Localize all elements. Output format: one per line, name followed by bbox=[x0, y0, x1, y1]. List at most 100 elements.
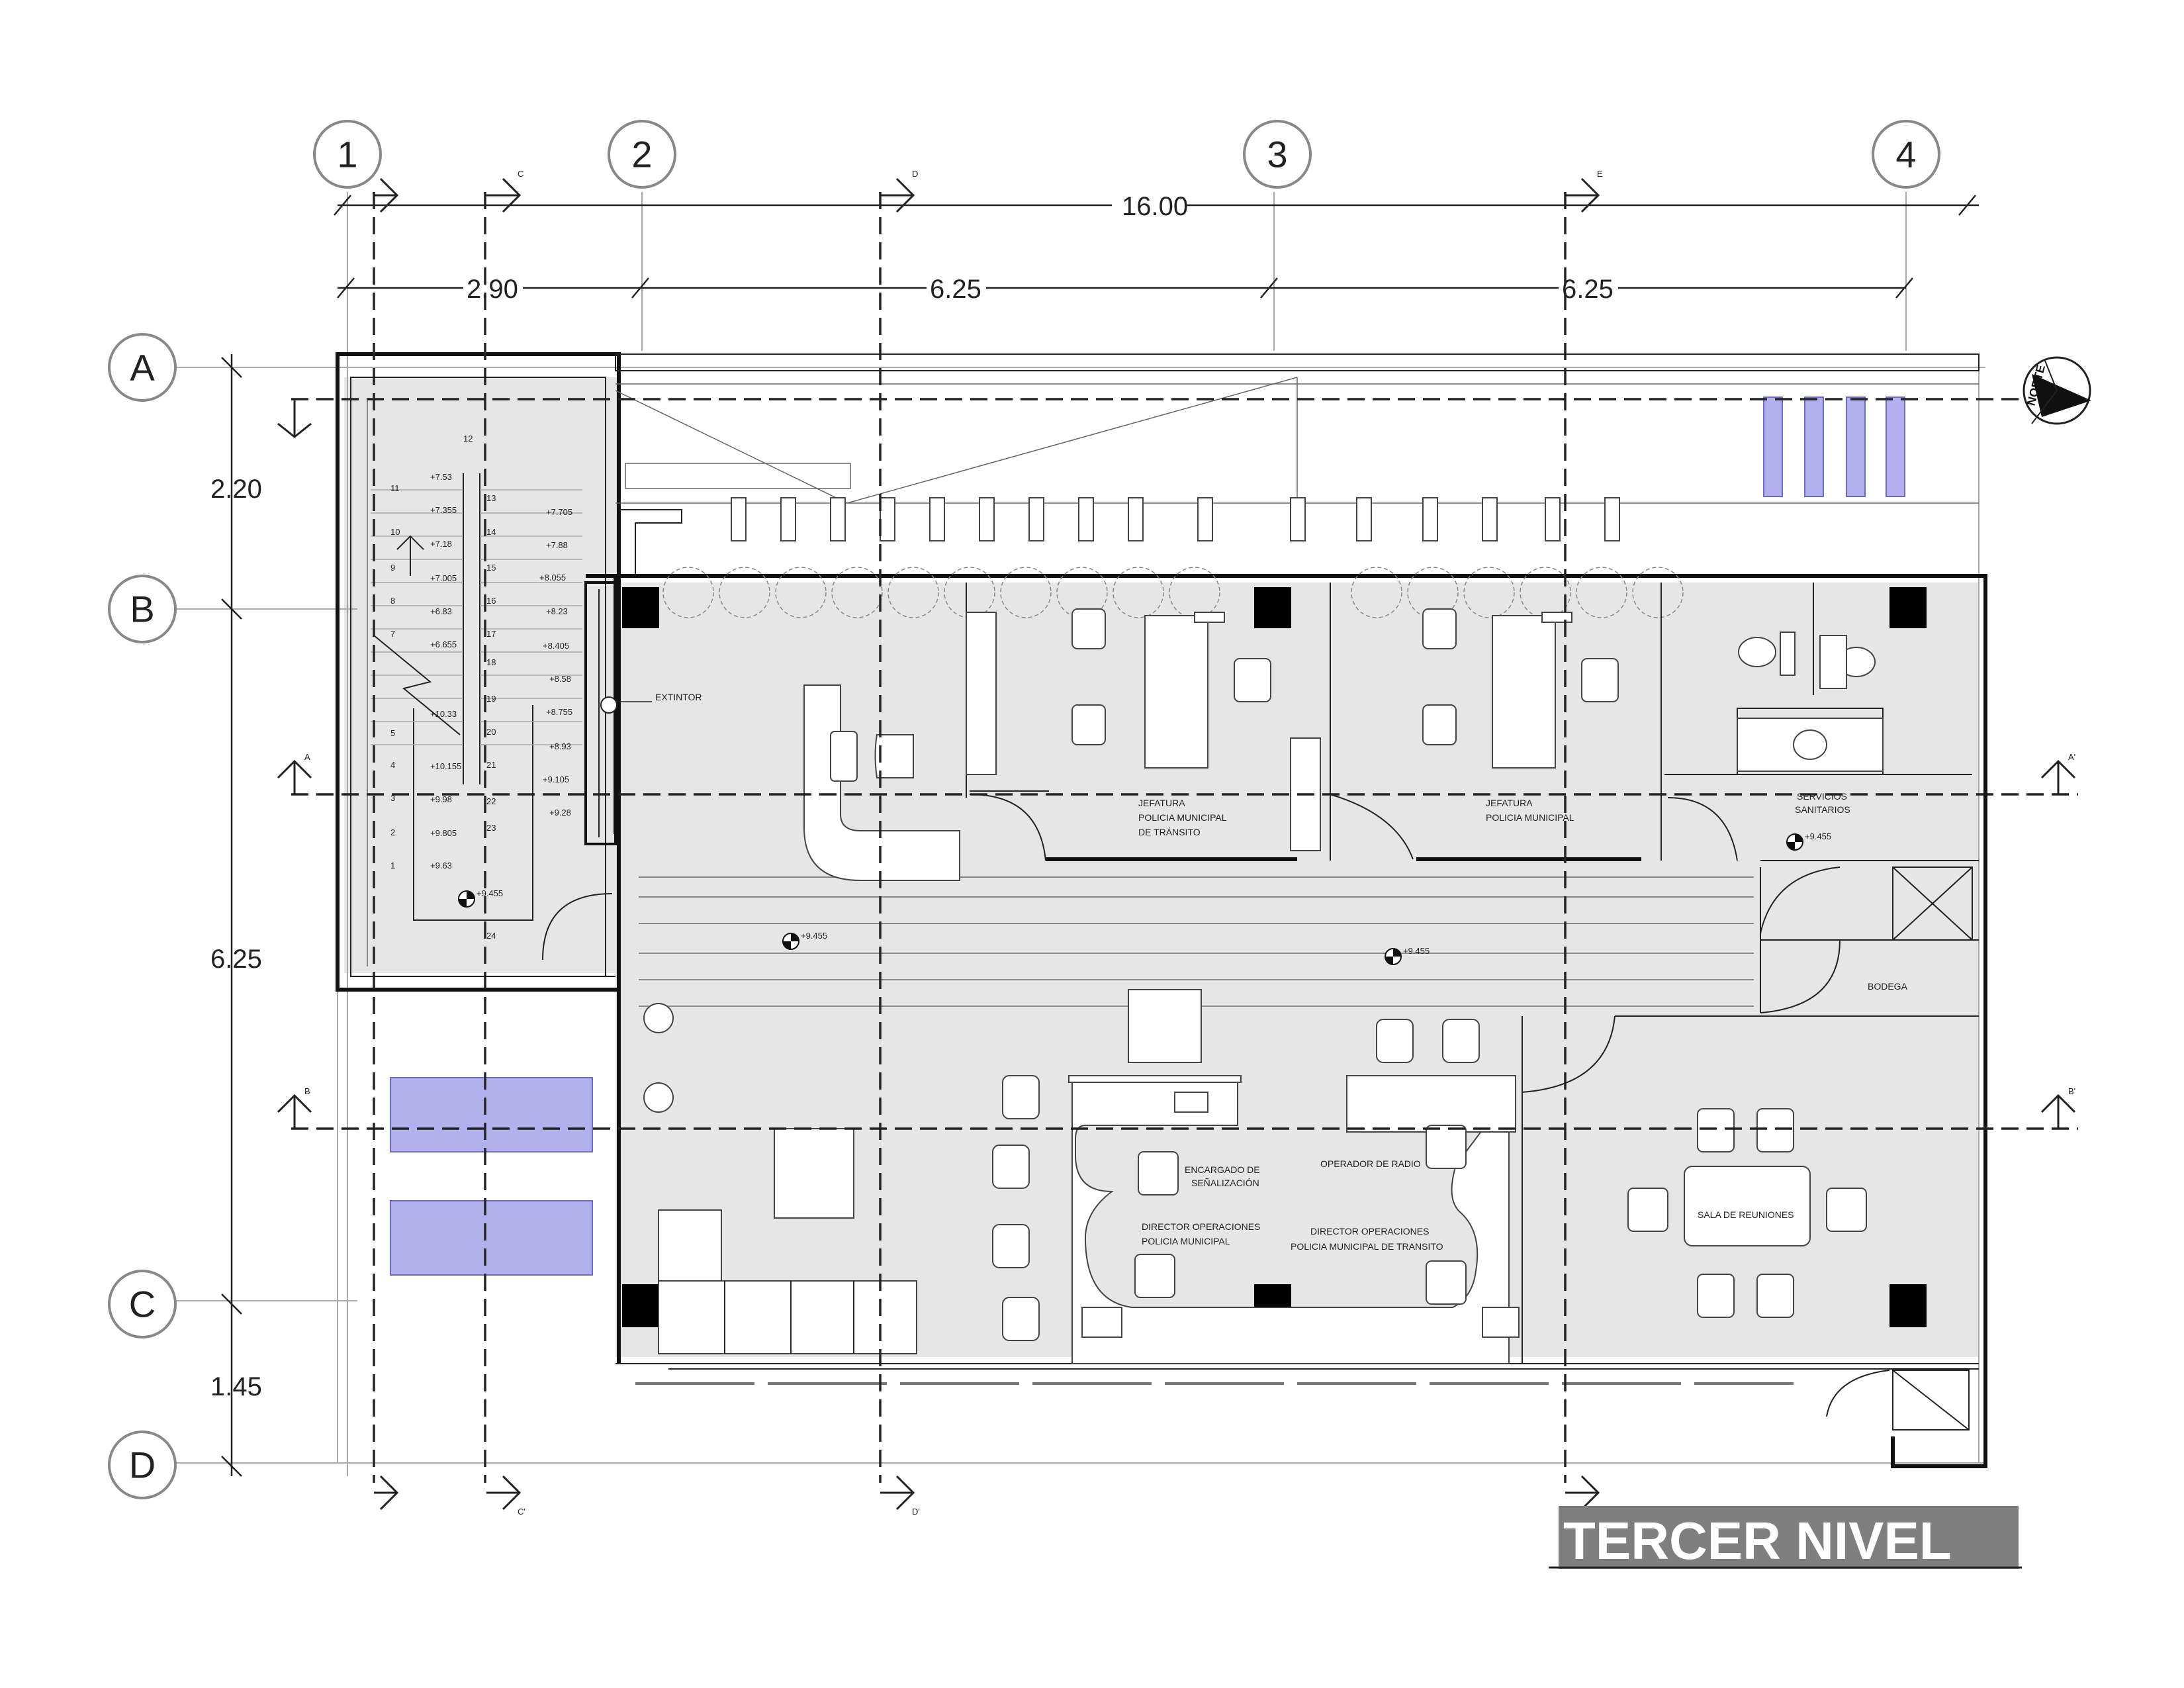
svg-text:A: A bbox=[130, 347, 155, 389]
grid-bubble-d: D bbox=[108, 1430, 177, 1499]
svg-text:A: A bbox=[304, 752, 310, 762]
svg-text:TERCER NIVEL: TERCER NIVEL bbox=[1563, 1511, 1952, 1570]
svg-text:JEFATURA: JEFATURA bbox=[1486, 798, 1533, 808]
svg-text:+9.455: +9.455 bbox=[801, 931, 827, 941]
svg-text:DE TRÁNSITO: DE TRÁNSITO bbox=[1138, 827, 1201, 837]
stair bbox=[367, 400, 617, 966]
svg-text:3: 3 bbox=[390, 793, 395, 803]
svg-text:+10.33: +10.33 bbox=[430, 709, 457, 719]
dim-row-c-d: 1.45 bbox=[210, 1372, 262, 1401]
room-label-director-policia: DIRECTOR OPERACIONES POLICIA MUNICIPAL bbox=[1142, 1221, 1260, 1246]
svg-text:+6.83: +6.83 bbox=[430, 606, 452, 616]
facade-louvers bbox=[619, 497, 1620, 576]
svg-text:2: 2 bbox=[631, 134, 652, 175]
grid-bubble-2: 2 bbox=[608, 120, 676, 189]
svg-text:24: 24 bbox=[486, 931, 496, 941]
svg-text:13: 13 bbox=[486, 493, 496, 503]
svg-text:SERVICIOS: SERVICIOS bbox=[1797, 791, 1847, 802]
svg-text:16: 16 bbox=[486, 596, 496, 606]
stair-levels-right: +7.705 +7.88 +8.055 +8.23 +8.405 +8.58 +… bbox=[539, 507, 572, 818]
svg-text:10: 10 bbox=[390, 527, 400, 537]
stair-levels-left: +7.53 +7.355 +7.18 +7.005 +6.83 +6.655 +… bbox=[430, 472, 461, 870]
svg-text:B: B bbox=[130, 588, 154, 630]
svg-text:17: 17 bbox=[486, 629, 496, 639]
stair-step-labels-left: 11 10 9 8 7 5 4 3 2 1 12 bbox=[390, 434, 473, 870]
operations-desk bbox=[992, 989, 1520, 1364]
svg-text:SANITARIOS: SANITARIOS bbox=[1795, 804, 1850, 815]
svg-text:1: 1 bbox=[337, 134, 357, 175]
svg-text:1: 1 bbox=[390, 861, 395, 870]
svg-text:+9.28: +9.28 bbox=[549, 808, 571, 818]
svg-text:SEÑALIZACIÓN: SEÑALIZACIÓN bbox=[1191, 1178, 1259, 1188]
level-marker-stair: +9.455 bbox=[458, 888, 503, 908]
grid-lines bbox=[172, 192, 1985, 1476]
svg-text:E: E bbox=[1597, 169, 1603, 179]
level-marker-sanitarios: +9.455 bbox=[1786, 831, 1831, 851]
plan-title: TERCER NIVEL bbox=[1549, 1506, 2022, 1570]
svg-text:POLICIA MUNICIPAL DE TRANSITO: POLICIA MUNICIPAL DE TRANSITO bbox=[1291, 1241, 1443, 1252]
svg-text:11: 11 bbox=[390, 483, 400, 493]
svg-text:14: 14 bbox=[486, 527, 496, 537]
svg-text:D: D bbox=[129, 1444, 156, 1486]
dimension-lines bbox=[221, 195, 1979, 1477]
svg-text:+10.155: +10.155 bbox=[430, 761, 461, 771]
svg-text:POLICIA MUNICIPAL: POLICIA MUNICIPAL bbox=[1138, 812, 1227, 823]
office-2-furniture bbox=[1422, 608, 1619, 769]
svg-text:+9.455: +9.455 bbox=[1805, 831, 1831, 841]
svg-text:POLICIA MUNICIPAL: POLICIA MUNICIPAL bbox=[1142, 1236, 1230, 1246]
skylights-left bbox=[390, 1077, 593, 1276]
svg-text:+8.405: +8.405 bbox=[543, 641, 569, 651]
svg-text:+9.105: +9.105 bbox=[543, 774, 569, 784]
svg-text:+9.98: +9.98 bbox=[430, 794, 452, 804]
restroom-fixtures bbox=[1737, 632, 1884, 772]
room-label-extintor: EXTINTOR bbox=[655, 692, 702, 702]
svg-text:+7.705: +7.705 bbox=[546, 507, 572, 517]
svg-text:+7.005: +7.005 bbox=[430, 573, 457, 583]
room-label-jefatura-transito: JEFATURA POLICIA MUNICIPAL DE TRÁNSITO bbox=[1138, 798, 1227, 837]
svg-text:4: 4 bbox=[390, 760, 395, 770]
svg-text:+9.63: +9.63 bbox=[430, 861, 452, 870]
grid-bubble-c: C bbox=[108, 1270, 177, 1338]
dim-overall: 16.00 bbox=[1122, 192, 1188, 221]
grid-bubble-a: A bbox=[108, 333, 177, 402]
svg-text:+8.055: +8.055 bbox=[539, 573, 566, 583]
svg-text:+9.455: +9.455 bbox=[1403, 946, 1430, 956]
reception-desk bbox=[803, 684, 960, 881]
svg-text:+6.655: +6.655 bbox=[430, 639, 457, 649]
room-label-bodega: BODEGA bbox=[1868, 981, 1908, 992]
svg-text:D': D' bbox=[912, 1507, 920, 1517]
dim-row-b-c: 6.25 bbox=[210, 945, 262, 974]
svg-text:22: 22 bbox=[486, 796, 496, 806]
svg-text:DIRECTOR OPERACIONES: DIRECTOR OPERACIONES bbox=[1310, 1226, 1429, 1237]
svg-text:5: 5 bbox=[390, 728, 395, 738]
room-label-operador: OPERADOR DE RADIO bbox=[1320, 1158, 1421, 1169]
level-marker-lobby-2: +9.455 bbox=[1385, 946, 1430, 965]
extintor-icon bbox=[600, 696, 652, 714]
svg-text:+7.53: +7.53 bbox=[430, 472, 452, 482]
room-label-sanitarios: SERVICIOS SANITARIOS bbox=[1795, 791, 1850, 815]
svg-text:15: 15 bbox=[486, 563, 496, 573]
facade-window-arcs bbox=[662, 567, 1684, 618]
section-cuts bbox=[291, 192, 2078, 1483]
svg-text:18: 18 bbox=[486, 657, 496, 667]
svg-text:B': B' bbox=[2068, 1086, 2075, 1096]
svg-text:2: 2 bbox=[390, 827, 395, 837]
svg-text:+9.455: +9.455 bbox=[477, 888, 503, 898]
svg-text:JEFATURA: JEFATURA bbox=[1138, 798, 1185, 808]
svg-text:+8.93: +8.93 bbox=[549, 741, 571, 751]
svg-text:POLICIA MUNICIPAL: POLICIA MUNICIPAL bbox=[1486, 812, 1574, 823]
north-arrow-icon: NORTE bbox=[2023, 356, 2091, 425]
structural-columns bbox=[622, 587, 1927, 1327]
svg-text:DIRECTOR OPERACIONES: DIRECTOR OPERACIONES bbox=[1142, 1221, 1260, 1232]
svg-text:+7.18: +7.18 bbox=[430, 539, 452, 549]
svg-text:+8.755: +8.755 bbox=[546, 707, 572, 717]
section-labels: C D E C' D' A B A' B' bbox=[304, 169, 2075, 1517]
dim-col-2-3: 6.25 bbox=[930, 275, 981, 304]
svg-text:C: C bbox=[518, 169, 523, 179]
svg-text:23: 23 bbox=[486, 823, 496, 833]
svg-text:C: C bbox=[129, 1284, 156, 1325]
svg-text:8: 8 bbox=[390, 596, 395, 606]
svg-text:20: 20 bbox=[486, 727, 496, 737]
dim-col-1-2: 2.90 bbox=[467, 275, 518, 304]
grid-bubble-1: 1 bbox=[313, 120, 382, 189]
